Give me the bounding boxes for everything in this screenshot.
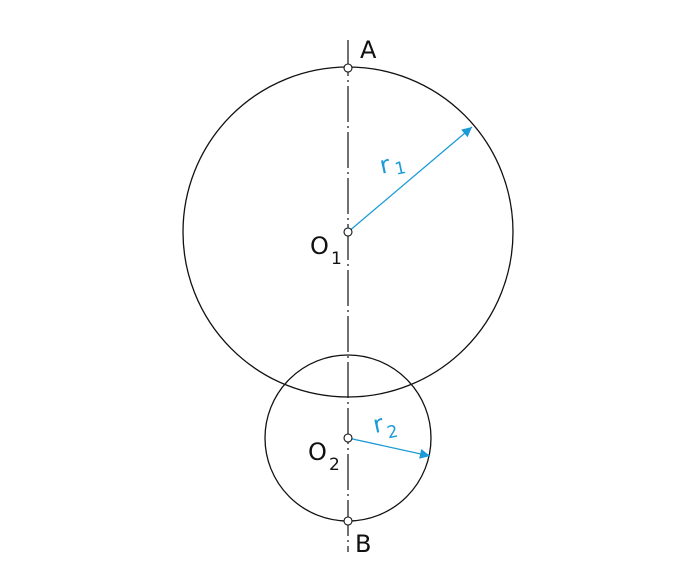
center2-label: O [308,438,327,466]
point-a-marker [343,63,353,73]
point-b-label: B [355,530,371,558]
radius2-label: r [370,410,386,439]
radius2-arrow [347,437,431,459]
radius1-label: r [377,150,393,179]
radius2-subscript: 2 [385,422,400,444]
radius1-subscript: 1 [393,158,408,180]
center1-subscript: 1 [331,249,342,269]
point-a-label: A [360,36,377,64]
center1-label: O [310,232,329,260]
center2-subscript: 2 [329,455,340,475]
center1-marker [343,227,353,237]
radius1-arrow [347,126,473,233]
center2-marker [343,433,353,443]
point-b-marker [343,516,353,526]
